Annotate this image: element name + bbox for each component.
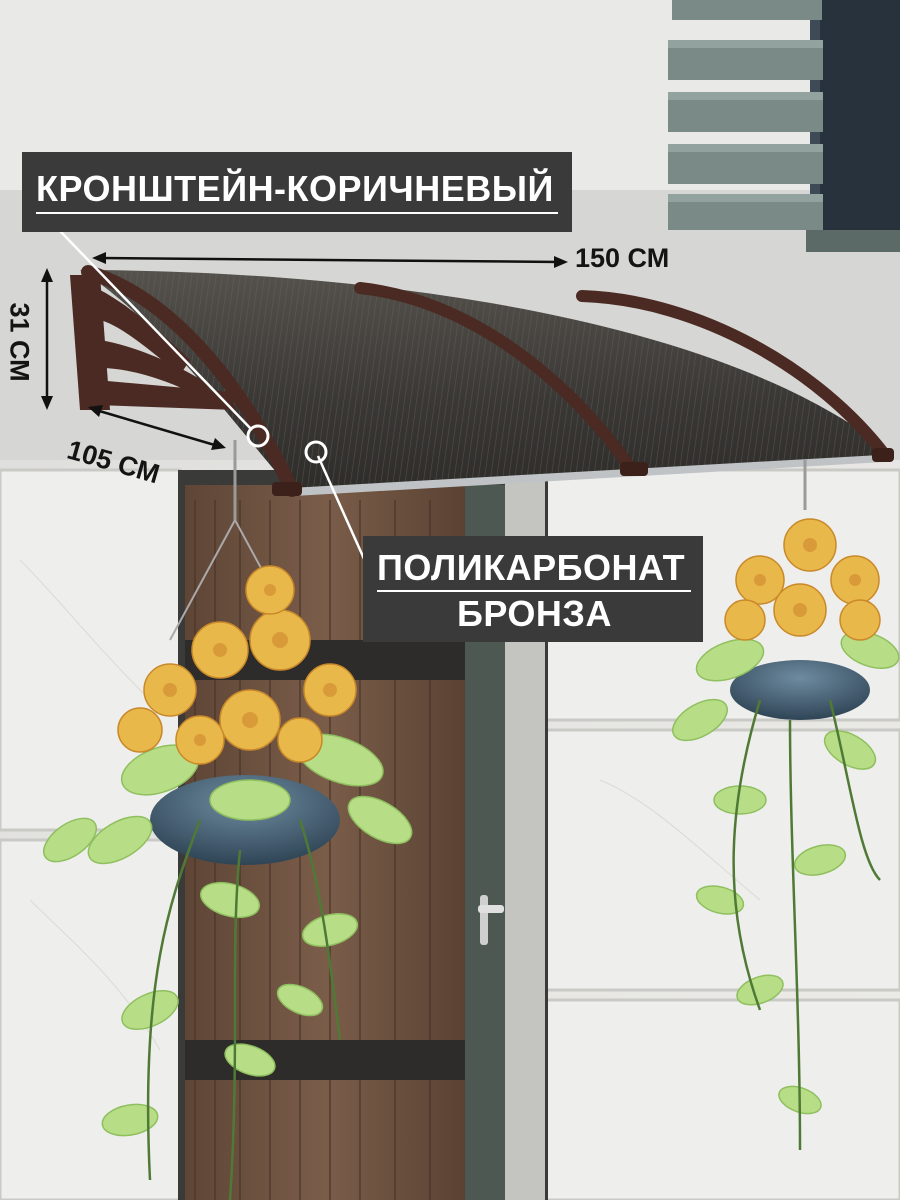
hanging-planter-right xyxy=(672,460,900,1151)
bracket-label: КРОНШТЕЙН-КОРИЧНЕВЫЙ xyxy=(22,152,572,232)
canopy xyxy=(70,265,894,497)
bracket-label-text: КРОНШТЕЙН-КОРИЧНЕВЫЙ xyxy=(36,166,558,214)
width-dimension: 150 СМ xyxy=(575,243,670,273)
polycarbonate-label: ПОЛИКАРБОНАТ БРОНЗА xyxy=(363,536,703,642)
polycarbonate-label-line1: ПОЛИКАРБОНАТ xyxy=(377,546,691,592)
hanging-planter-left xyxy=(43,440,413,1200)
height-dimension: 31 СМ xyxy=(4,302,35,382)
polycarbonate-label-line2: БРОНЗА xyxy=(457,593,612,634)
dimension-arrows xyxy=(41,252,568,450)
window-louvers xyxy=(668,0,900,252)
